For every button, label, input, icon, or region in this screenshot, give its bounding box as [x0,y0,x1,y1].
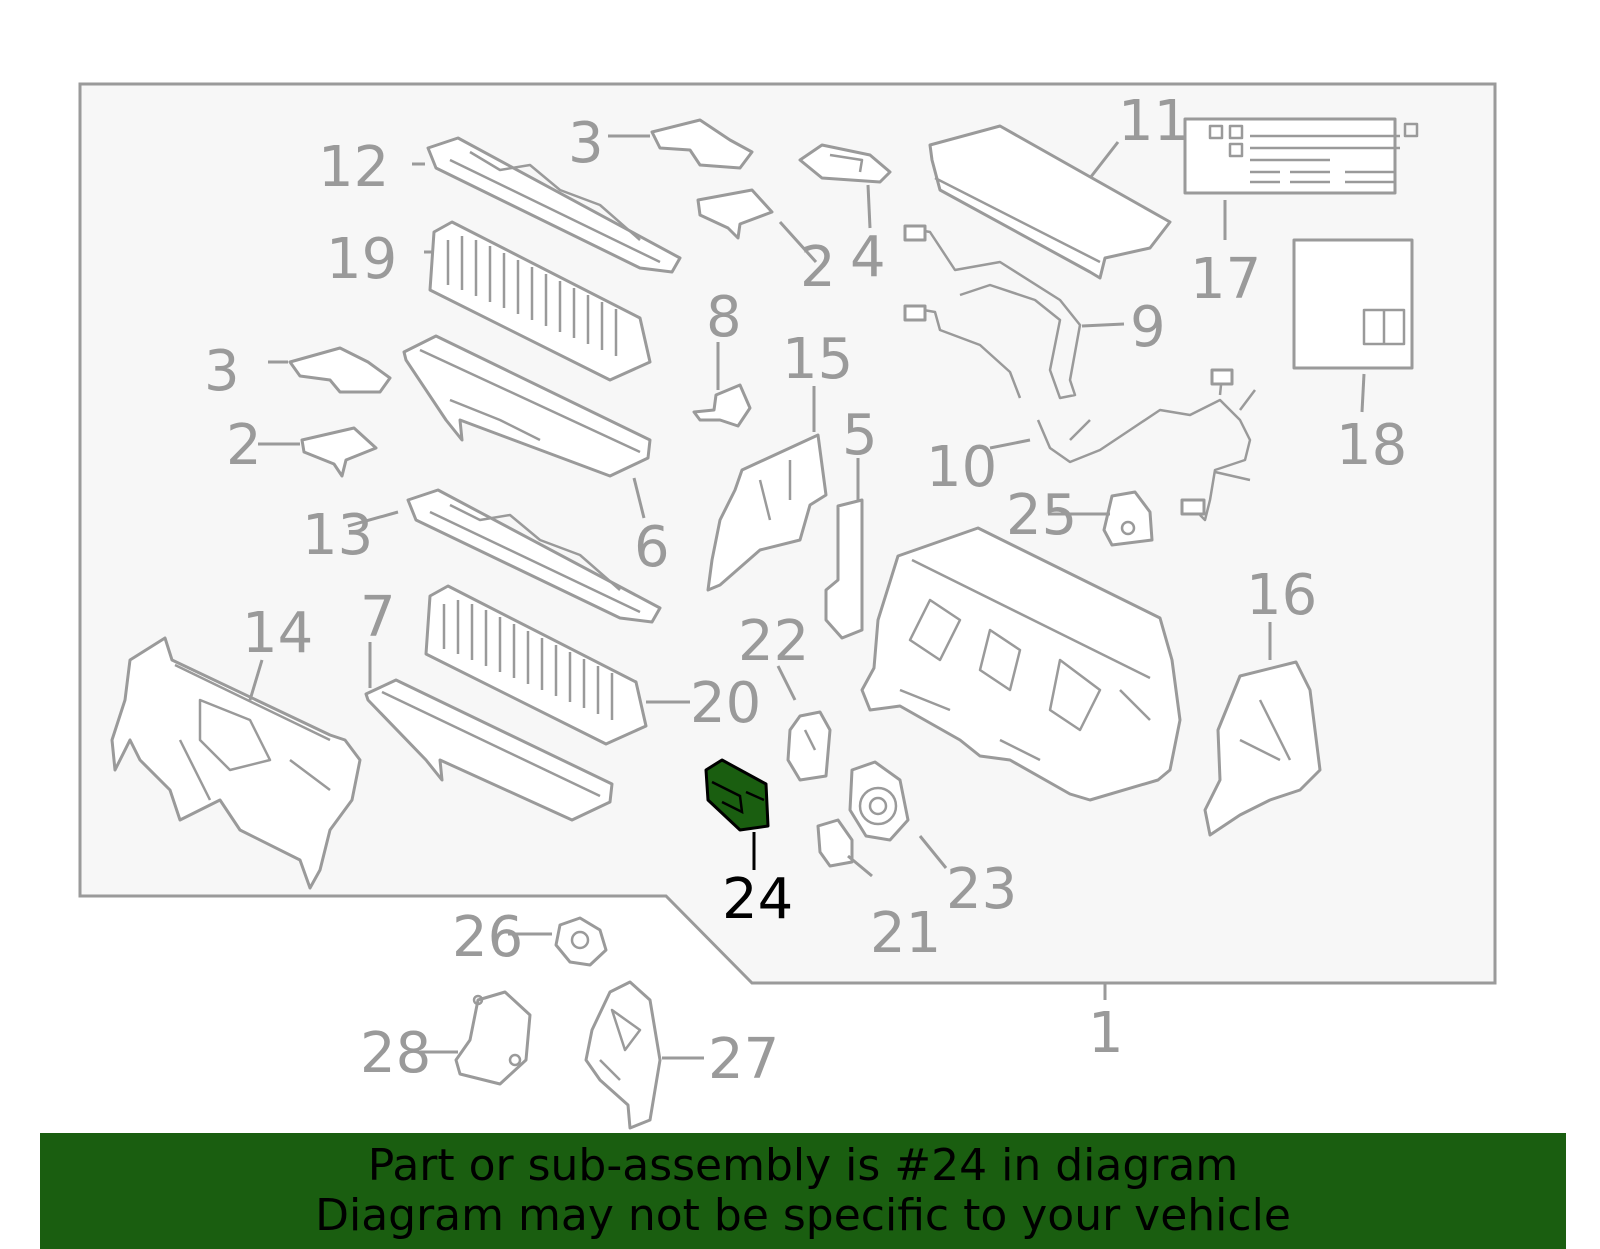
callout-2-lower: 2 [226,413,262,478]
part-13[interactable] [406,488,662,624]
info-banner: Part or sub-assembly is #24 in diagram D… [40,1133,1566,1249]
part-7[interactable] [364,678,614,822]
callout-3-upper: 3 [568,111,604,176]
part-18[interactable] [1292,238,1414,370]
banner-line-1: Part or sub-assembly is #24 in diagram [367,1140,1239,1191]
part-4[interactable] [798,143,892,184]
callout-24: 24 [722,867,793,932]
callout-14: 14 [242,601,313,666]
callout-15: 15 [782,327,853,392]
callout-10: 10 [926,435,997,500]
part-23[interactable] [848,760,910,842]
part-26[interactable] [554,916,608,967]
part-6[interactable] [402,334,652,478]
part-16[interactable] [1203,660,1322,837]
part-25[interactable] [1102,490,1154,547]
callout-1: 1 [1088,1001,1124,1066]
callout-12: 12 [318,135,389,200]
part-19[interactable] [428,220,652,382]
battery-assembly-main[interactable] [860,526,1182,802]
callout-20: 20 [690,671,761,736]
part-11[interactable] [928,124,1172,280]
callout-7: 7 [360,585,396,650]
part-24[interactable] [704,758,770,832]
leader-lines [248,134,1366,1060]
callout-13: 13 [302,503,373,568]
callout-labels: 1 2 2 3 3 4 5 6 7 8 9 10 11 12 13 14 15 … [204,89,1407,1092]
callout-26: 26 [452,905,523,970]
callout-19: 19 [326,227,397,292]
callout-28: 28 [360,1021,431,1086]
callout-11: 11 [1118,89,1189,154]
part-15[interactable] [706,433,828,592]
callout-2-upper: 2 [800,235,836,300]
callout-18: 18 [1336,413,1407,478]
part-27[interactable] [584,980,662,1130]
part-9[interactable] [903,224,1082,400]
part-20[interactable] [424,584,648,746]
callout-4: 4 [850,225,886,290]
callout-22: 22 [738,609,809,674]
callout-27: 27 [708,1027,779,1092]
callout-5: 5 [842,403,878,468]
part-17[interactable] [1183,117,1419,195]
part-28[interactable] [454,990,532,1086]
callout-9: 9 [1130,295,1166,360]
part-5[interactable] [824,498,864,640]
callout-6: 6 [634,515,670,580]
callout-23: 23 [946,857,1017,922]
part-2-upper[interactable] [696,188,774,240]
callout-17: 17 [1190,247,1261,312]
part-22[interactable] [786,710,832,782]
part-3-lower[interactable] [288,346,392,394]
part-8[interactable] [692,383,752,428]
callout-21: 21 [870,901,941,966]
callout-25: 25 [1006,483,1077,548]
part-10[interactable] [1036,368,1256,522]
part-2-lower[interactable] [300,426,378,478]
banner-line-2: Diagram may not be specific to your vehi… [315,1190,1291,1241]
callout-3-lower: 3 [204,339,240,404]
part-3-upper[interactable] [650,118,754,170]
callout-8: 8 [706,285,742,350]
part-14[interactable] [110,636,362,890]
part-12[interactable] [426,136,682,274]
part-21[interactable] [816,818,854,868]
callout-16: 16 [1246,563,1317,628]
